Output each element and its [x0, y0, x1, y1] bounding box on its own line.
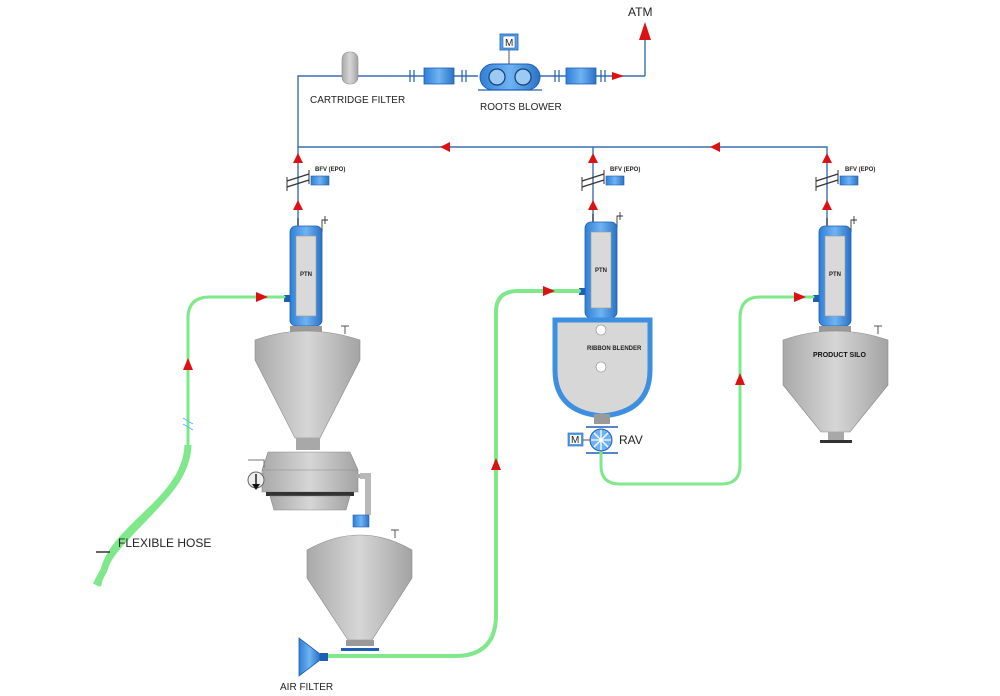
bfv-1-label: BFV (EPO): [315, 167, 345, 173]
flexible-hose-label: FLEXIBLE HOSE: [118, 536, 211, 550]
rav-label: RAV: [619, 433, 643, 447]
roots-blower-label: ROOTS BLOWER: [480, 102, 562, 113]
cartridge-filter-label: CARTRIDGE FILTER: [310, 95, 405, 106]
bfv-valve-2: [581, 170, 625, 191]
air-filter: [298, 637, 328, 677]
ptn-2-label: PTN: [595, 268, 607, 274]
ptn-1-label: PTN: [300, 272, 312, 278]
ptn-3-label: PTN: [829, 272, 841, 278]
product-silo: [782, 325, 889, 443]
air-header-lines: [297, 32, 828, 225]
flexible-hose: [92, 417, 194, 587]
material-flow-arrows: [183, 286, 806, 470]
blower-motor: M: [499, 33, 519, 51]
blender-label: RIBBON BLENDER: [587, 346, 642, 352]
outlet-silencer: [565, 67, 597, 85]
roots-blower: [478, 50, 542, 91]
blower-motor-label: M: [505, 38, 513, 49]
ribbon-blender: [552, 317, 653, 424]
lower-cone-vessel: [306, 514, 413, 651]
rav-motor-label: M: [571, 435, 579, 446]
bfv-valve-1: [286, 170, 330, 191]
ptn-receiver-3: [813, 216, 857, 327]
material-lines: [98, 289, 815, 658]
bfv-2-label: BFV (EPO): [610, 167, 640, 173]
atm-label: ATM: [628, 5, 652, 19]
rav-motor: M: [567, 432, 584, 447]
rotary-airlock-valve: [583, 426, 618, 454]
bfv-valve-3: [815, 170, 859, 191]
ptn-receiver-1: [284, 216, 328, 327]
sifter: [247, 451, 371, 515]
feed-hopper: [254, 325, 361, 450]
cartridge-filter: [341, 51, 359, 85]
blower-line-fittings: [409, 70, 606, 82]
air-flow-arrows: [293, 22, 832, 210]
air-filter-label: AIR FILTER: [280, 682, 333, 693]
product-silo-label: PRODUCT SILO: [813, 352, 866, 359]
bfv-3-label: BFV (EPO): [845, 167, 875, 173]
inlet-silencer: [423, 67, 455, 85]
ptn-receiver-2: [579, 212, 623, 319]
